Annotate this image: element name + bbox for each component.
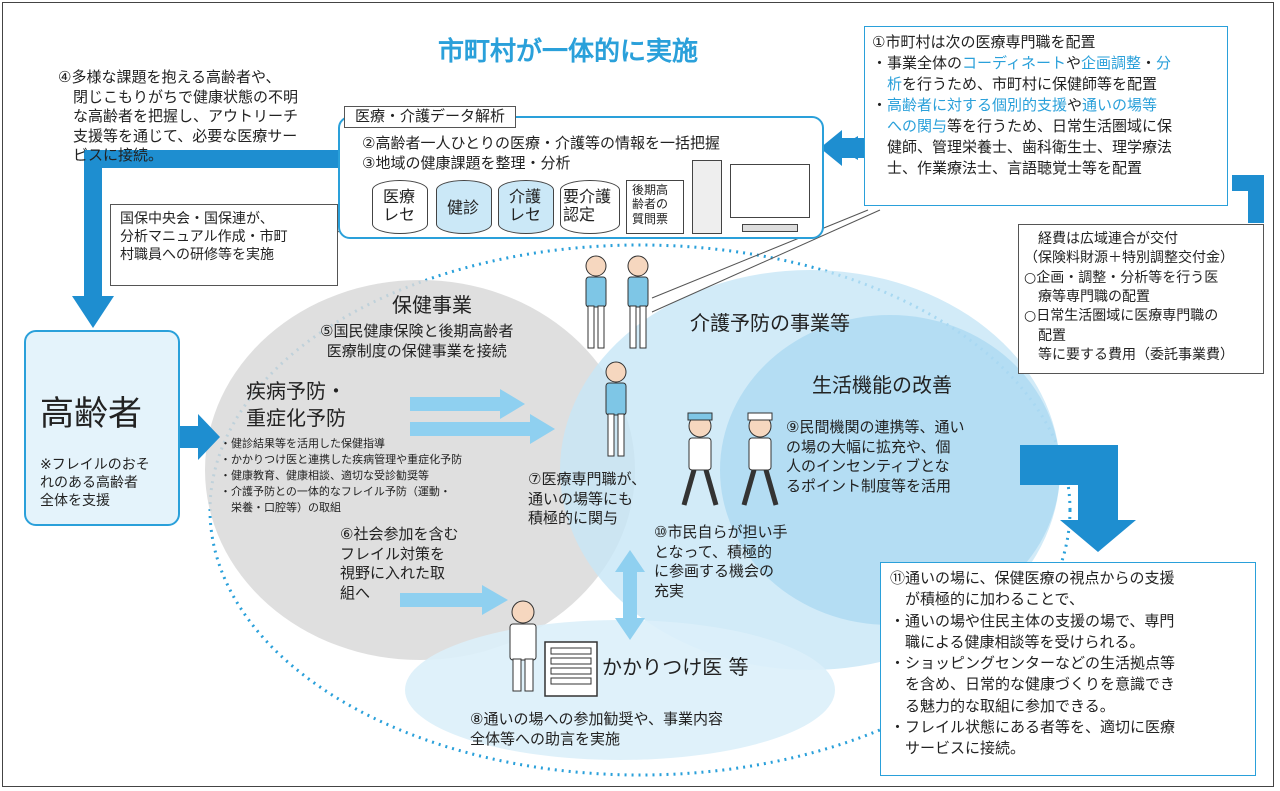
item6: ⑥社会参加を含む フレイル対策を 視野に入れた取 組へ bbox=[340, 525, 459, 602]
light-arrow-1 bbox=[410, 397, 505, 411]
light-arrow-3 bbox=[400, 593, 485, 607]
cylinder-iryo bbox=[372, 180, 428, 234]
arrow-elderly-to-circles bbox=[180, 426, 200, 448]
walking-seniors bbox=[681, 412, 779, 506]
seikatsu-item9: ⑨民間機関の連携等、通い の場の大幅に拡充や、個 人のインセンティブとな るポイ… bbox=[786, 418, 965, 495]
staff-figure-middle bbox=[605, 361, 627, 457]
questionnaire-doc-label: 後期高 齢者の 質問票 bbox=[632, 183, 669, 226]
light-arrow-2 bbox=[410, 422, 535, 436]
funding-text: 経費は広域連合が交付 （保険料財源＋特別調整交付金） ○企画・調整・分析等を行う… bbox=[1024, 231, 1234, 363]
seikatsu-title: 生活機能の改善 bbox=[812, 373, 952, 397]
arrow-box1-to-panel bbox=[838, 138, 868, 158]
cylinder-yokaigo-label: 要介護 認定 bbox=[563, 187, 612, 224]
kokuho-note: 国保中央会・国保連が、 分析マニュアル作成・市町 村職員への研修等を実施 bbox=[120, 211, 288, 264]
doctor-figure bbox=[509, 600, 537, 692]
seikatsu-circle bbox=[720, 315, 1060, 625]
item7: ⑦医療専門職が、 通いの場等にも 積極的に関与 bbox=[528, 470, 647, 527]
staff-figures-top bbox=[585, 255, 649, 349]
box1-text: ①市町村は次の医療専門職を配置 ・事業全体のコーディネートや企画調整・分 析を行… bbox=[872, 33, 1173, 177]
elderly-note: ※フレイルのおそ れのある高齢者 全体を支援 bbox=[40, 457, 150, 510]
data-panel-label: 医療・介護データ解析 bbox=[344, 106, 517, 128]
shippei-title: 疾病予防・ 重症化予防 bbox=[246, 379, 346, 430]
callout-line-box1 bbox=[651, 209, 869, 299]
data-panel-line2: ②高齢者一人ひとりの医療・介護等の情報を一括把握 bbox=[362, 134, 720, 152]
shippei-bullets: ・健診結果等を活用した保健指導 ・かかりつけ医と連携した疾病管理や重症化予防 ・… bbox=[220, 437, 463, 514]
data-panel-line3: ③地域の健康課題を整理・分析 bbox=[362, 154, 571, 172]
note-4: ④多様な課題を抱える高齢者や、 閉じこもりがちで健康状態の不明 な高齢者を把握し… bbox=[58, 68, 299, 164]
computer-icon bbox=[730, 164, 810, 218]
pc-tower-icon bbox=[692, 160, 722, 234]
cylinder-iryo-label: 医療 レセ bbox=[383, 187, 416, 224]
box11-text: ⑪通いの場に、保健医療の視点からの支援 が積極的に加わることで、 ・通いの場や住… bbox=[890, 569, 1176, 758]
kakaritsuke-item8: ⑧通いの場への参加勧奨や、事業内容 全体等への助言を実施 bbox=[470, 710, 723, 748]
hospital-icon bbox=[544, 641, 598, 697]
item10: ⑩市民自らが担い手 となって、積極的 に参画する機会の 充実 bbox=[654, 523, 788, 600]
double-arrow bbox=[623, 570, 637, 620]
cylinder-kaigo bbox=[498, 180, 554, 234]
box11 bbox=[880, 562, 1256, 776]
elderly-title: 高齢者 bbox=[40, 394, 142, 434]
kakaritsuke-title: かかりつけ医 等 bbox=[602, 655, 749, 679]
hoken-title: 保健事業 bbox=[392, 293, 472, 317]
cylinder-yokaigo bbox=[560, 180, 620, 234]
hoken-item5: ⑤国民健康保険と後期高齢者 医療制度の保健事業を接続 bbox=[320, 322, 514, 360]
funding-box bbox=[1018, 224, 1264, 374]
cylinder-kaigo-label: 介護 レセ bbox=[509, 187, 542, 224]
cylinder-kenshin-label: 健診 bbox=[447, 198, 480, 217]
computer-base bbox=[742, 224, 798, 232]
elderly-box bbox=[24, 330, 180, 526]
hoken-circle bbox=[205, 280, 635, 660]
questionnaire-doc-icon bbox=[626, 180, 684, 234]
kaigo-title: 介護予防の事業等 bbox=[690, 311, 850, 335]
page-title: 市町村が一体的に実施 bbox=[438, 37, 699, 67]
kokuho-note-box bbox=[110, 204, 338, 286]
box1-staffing bbox=[864, 26, 1228, 206]
cylinder-kenshin bbox=[436, 180, 492, 234]
arrow-to-elderly bbox=[84, 150, 360, 168]
